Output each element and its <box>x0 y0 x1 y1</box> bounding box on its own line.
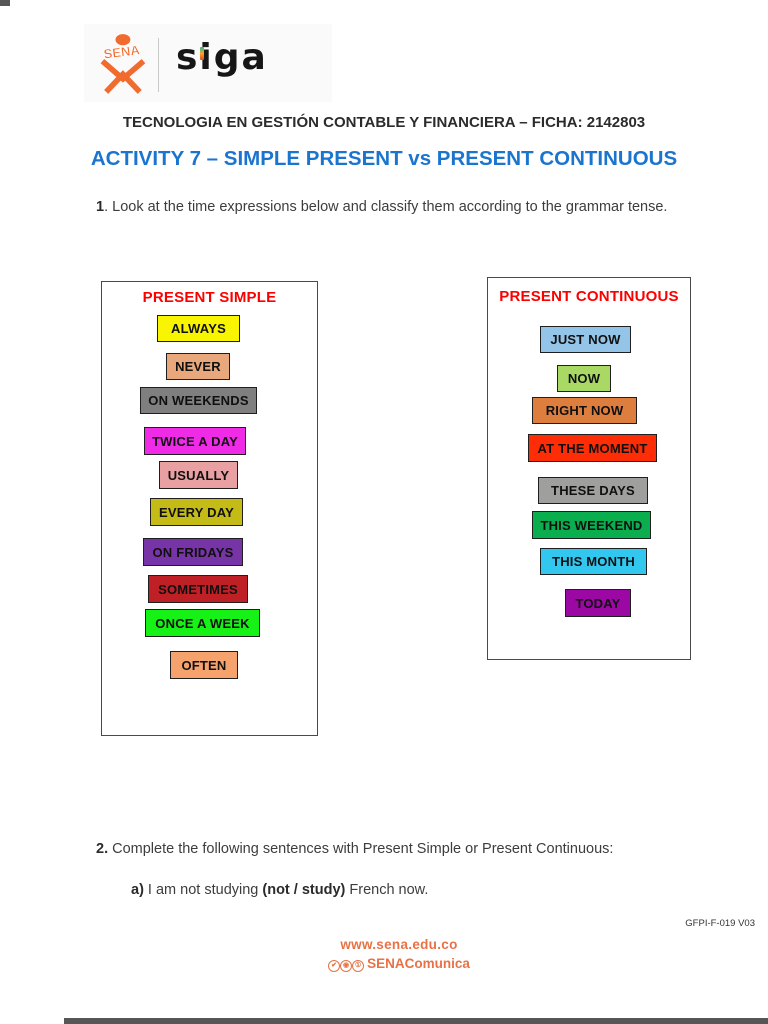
time-expression-chip: ONCE A WEEK <box>145 609 260 637</box>
instruction-1-number: 1 <box>96 199 105 215</box>
instruction-2: 2. Complete the following sentences with… <box>96 841 716 857</box>
time-expression-chip: THESE DAYS <box>538 477 648 504</box>
logo-divider <box>158 38 159 92</box>
present-continuous-box-title: PRESENT CONTINUOUS <box>499 288 679 305</box>
time-expression-chip: THIS WEEKEND <box>532 511 651 539</box>
time-expression-chip: RIGHT NOW <box>532 397 637 424</box>
sentence-a-post: French now. <box>345 882 429 898</box>
sentence-a-marker: a) <box>131 882 144 898</box>
social-icons-slot: ✔◉① <box>328 955 365 972</box>
time-expression-chip: SOMETIMES <box>148 575 248 603</box>
sentence-a-verb-hint: (not / study) <box>262 882 346 898</box>
time-expression-chip: ALWAYS <box>157 315 240 342</box>
time-expression-chip: OFTEN <box>170 651 238 679</box>
time-expression-chip: NOW <box>557 365 611 392</box>
instruction-2-number: 2. <box>96 841 109 857</box>
time-expression-chip: NEVER <box>166 353 230 380</box>
instruction-1-text: . Look at the time expressions below and… <box>104 199 668 215</box>
sena-comunica-label: SENAComunica <box>367 955 470 971</box>
time-expression-chip: JUST NOW <box>540 326 631 353</box>
scan-corner-mark <box>0 0 10 6</box>
sentence-a: a) I am not studying (not / study) Frenc… <box>131 882 691 898</box>
sentence-a-pre: I am not studying <box>143 882 263 898</box>
social-circle-icon: ① <box>352 959 365 972</box>
time-expression-chip: EVERY DAY <box>150 498 243 526</box>
time-expression-chip: TWICE A DAY <box>144 427 246 455</box>
sena-url: www.sena.edu.co <box>340 937 458 952</box>
time-expression-chip: TODAY <box>565 589 631 617</box>
sena-logo-text: SENA <box>103 42 141 61</box>
time-expression-chip: ON WEEKENDS <box>140 387 257 414</box>
instruction-1: 1. Look at the time expressions below an… <box>96 199 696 215</box>
time-expression-chip: AT THE MOMENT <box>528 434 657 462</box>
activity-title: ACTIVITY 7 – SIMPLE PRESENT vs PRESENT C… <box>90 147 678 170</box>
present-simple-box-title: PRESENT SIMPLE <box>142 289 277 306</box>
scan-bottom-bar <box>64 1018 768 1024</box>
course-header: TECNOLOGIA EN GESTIÓN CONTABLE Y FINANCI… <box>122 114 646 131</box>
time-expression-chip: THIS MONTH <box>540 548 647 575</box>
siga-logo-color-stripe-icon <box>200 47 204 60</box>
time-expression-chip: ON FRIDAYS <box>143 538 243 566</box>
twitter-icon: ✔ <box>328 959 341 972</box>
time-expression-chip: USUALLY <box>159 461 238 489</box>
instagram-icon: ◉ <box>340 959 353 972</box>
form-code: GFPI-F-019 V03 <box>685 918 755 929</box>
sena-logo-icon: SENA <box>100 34 146 94</box>
siga-logo: siga <box>176 37 268 78</box>
instruction-2-text: Complete the following sentences with Pr… <box>108 841 614 857</box>
